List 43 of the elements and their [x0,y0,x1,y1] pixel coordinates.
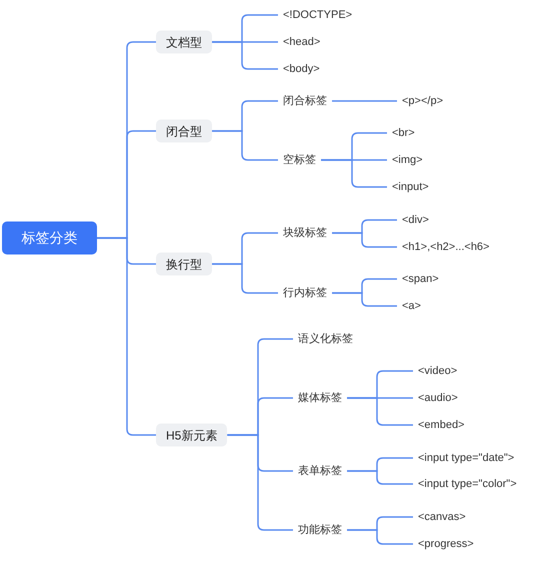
tag-label: <embed> [418,418,464,432]
subtopic-label: 空标签 [283,153,316,167]
tag-label: <img> [392,153,423,167]
category-box: 文档型 [156,30,212,54]
tag-label: <head> [283,35,320,49]
subtopic-label: 媒体标签 [298,391,342,405]
category-box: 闭合型 [156,120,212,142]
tag-label: <audio> [418,391,458,405]
tag-label: <video> [418,364,458,378]
branch-line [347,529,413,545]
category-box: H5新元素 [156,424,228,446]
subtopic-label: 表单标签 [298,464,342,478]
subtopic-label: 语义化标签 [298,332,353,346]
root-topic-box: 标签分类 [2,222,97,254]
branch-line [347,470,413,485]
tag-label: <input type="color"> [418,477,517,491]
subtopic-label: 功能标签 [298,523,342,537]
tag-label: <h1>,<h2>...<h6> [402,240,490,254]
subtopic-label: 行内标签 [283,286,327,300]
subtopic-label: 块级标签 [283,226,327,240]
tag-label: <a> [402,299,421,313]
branch-line [321,159,387,188]
category-box: 换行型 [156,252,212,276]
branch-line [97,237,156,436]
tag-label: <input> [392,180,429,194]
tag-label: <span> [402,272,439,286]
branch-line [347,397,413,426]
branch-line [332,292,397,307]
branch-line [212,41,278,70]
branch-line [212,130,278,161]
tag-label: <div> [402,213,429,227]
branch-line [212,263,278,294]
branch-line [227,434,293,531]
tag-label: <body> [283,62,320,76]
tag-label: <progress> [418,537,474,551]
branch-line [332,232,397,248]
tag-label: <p></p> [402,94,443,108]
tag-label: <canvas> [418,510,466,524]
subtopic-label: 闭合标签 [283,94,327,108]
branch-line [332,100,397,102]
tag-label: <input type="date"> [418,451,514,465]
tag-label: <!DOCTYPE> [283,8,352,22]
tag-label: <br> [392,126,415,140]
